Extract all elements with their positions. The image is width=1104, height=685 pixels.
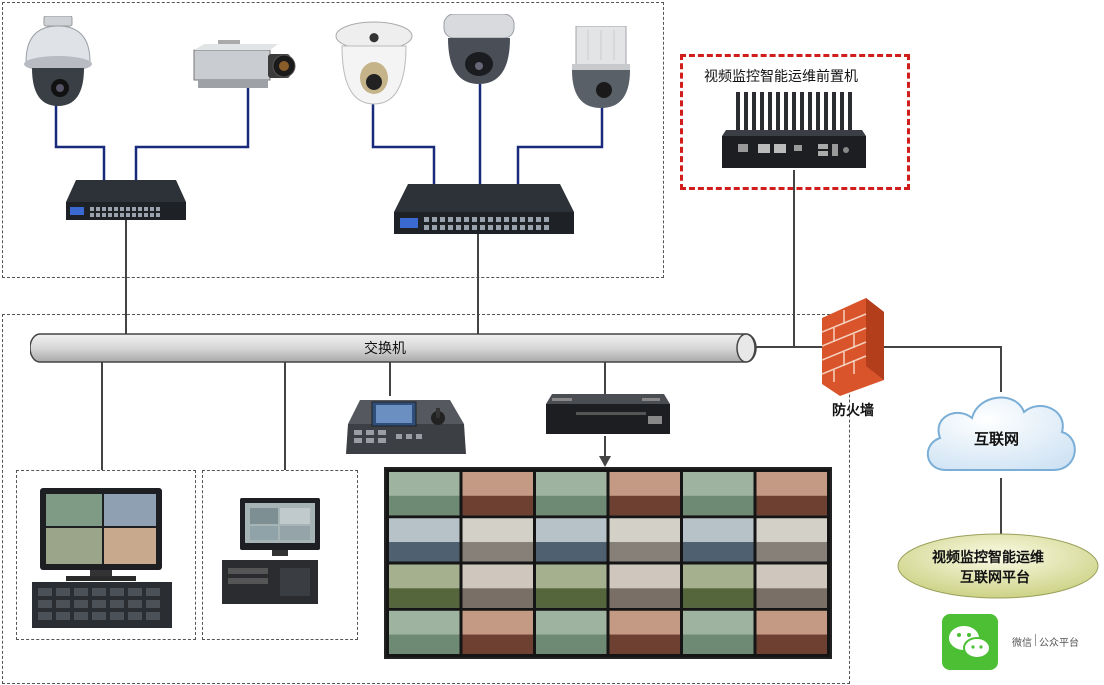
video-wall-tile: [756, 472, 827, 516]
video-wall-tile: [462, 610, 533, 654]
client-workstation-icon: [222, 498, 320, 604]
video-wall-tile: [536, 610, 607, 654]
camera-group-box: [2, 2, 664, 278]
video-wall-tile: [609, 564, 680, 608]
video-wall-tile: [609, 610, 680, 654]
dome-camera-2: [443, 14, 515, 84]
video-wall-tiles: [389, 472, 827, 654]
firewall-label: 防火墙: [832, 403, 874, 419]
video-wall-tile: [683, 472, 754, 516]
svg-text:⬤: ⬤: [369, 33, 379, 43]
platform-label-line1: 视频监控智能运维: [932, 550, 1044, 566]
edge-server-device: [722, 92, 866, 168]
video-wall-tile: [756, 518, 827, 562]
decoder-arrow: [599, 456, 611, 467]
wechat-logo-icon: [942, 614, 998, 670]
video-wall-tile: [609, 518, 680, 562]
firewall-to-internet: [880, 346, 1002, 392]
lan-group-box: [2, 314, 850, 684]
dome-camera-1: ⬤: [335, 21, 413, 105]
video-wall-tile: [389, 472, 460, 516]
video-wall-tile: [683, 610, 754, 654]
video-wall-tile: [683, 518, 754, 562]
video-wall-tile: [683, 564, 754, 608]
video-wall-tile: [462, 472, 533, 516]
ptz-camera-2: [572, 26, 630, 108]
video-wall-tile: [389, 518, 460, 562]
camera-link-1: [54, 104, 106, 183]
switch-1: [66, 180, 186, 220]
video-wall-tile: [462, 518, 533, 562]
platform-label-line2: 互联网平台: [960, 570, 1030, 586]
video-wall-tile: [609, 472, 680, 516]
wechat-sub: 公众平台: [1039, 638, 1079, 649]
ptz-camera-1: [24, 16, 92, 106]
edge-server-label: 视频监控智能运维前置机: [704, 69, 858, 85]
video-wall-tile: [756, 564, 827, 608]
camera-link-3: [371, 104, 436, 186]
platform-ellipse: [897, 533, 1099, 599]
video-wall-tile: [536, 564, 607, 608]
video-wall: [384, 467, 832, 659]
wechat-divider: [1035, 634, 1036, 646]
video-wall-tile: [536, 472, 607, 516]
nvr-workstation-box: [16, 470, 196, 640]
switch-2: [394, 184, 574, 234]
switch-bus-pipe: [30, 333, 757, 363]
video-wall-tile: [389, 610, 460, 654]
box-camera: [193, 40, 296, 88]
video-wall-tile: [536, 518, 607, 562]
decoder-device-icon: [546, 394, 670, 434]
video-wall-tile: [462, 564, 533, 608]
firewall-icon: [822, 298, 884, 396]
ptz-keyboard-icon: [346, 400, 466, 454]
nvr-workstation-icon: [32, 488, 172, 628]
internet-cloud-icon: [926, 396, 1076, 471]
video-wall-tile: [756, 610, 827, 654]
camera-link-2: [134, 84, 250, 183]
internet-label: 互联网: [974, 430, 1020, 448]
wechat-brand: 微信: [1012, 638, 1032, 649]
camera-link-5: [516, 104, 604, 186]
switch-bus-label: 交换机: [364, 341, 406, 357]
video-wall-tile: [389, 564, 460, 608]
client-workstation-box: [202, 470, 358, 640]
